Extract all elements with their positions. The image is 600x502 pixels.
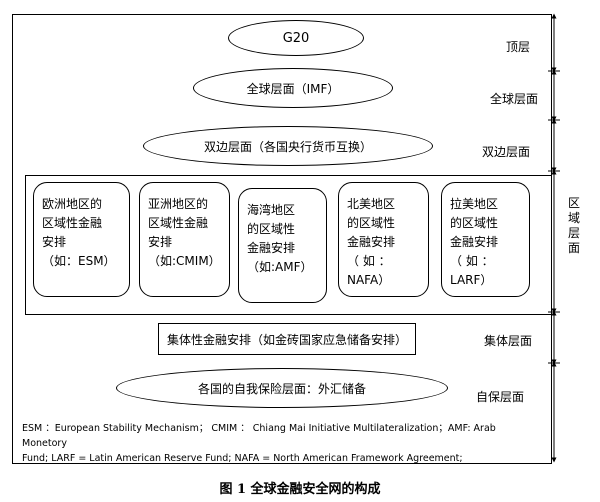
- abbreviation-legend: ESM ：European Stability Mechanism； CMIM …: [22, 421, 542, 466]
- level-label-bilateral: 双边层面: [482, 145, 531, 159]
- level-label-regional: 区域层面: [567, 196, 580, 255]
- bilateral-ellipse: 双边层面（各国央行货币互换）: [143, 126, 433, 166]
- level-arrows: [548, 13, 560, 463]
- region-card-latin-america-text: 拉美地区 的区域性 金融安排 （ 如 ： LARF）: [450, 197, 499, 287]
- legend-line-1: ESM ：European Stability Mechanism； CMIM …: [22, 423, 496, 449]
- region-card-gulf: 海湾地区 的区域性 金融安排 （如:AMF）: [238, 188, 327, 303]
- g20-ellipse: G20: [228, 20, 364, 56]
- self-insurance-label: 各国的自我保险层面：外汇储备: [197, 381, 366, 396]
- level-label-global: 全球层面: [490, 92, 539, 106]
- figure-caption: 图 1 全球金融安全网的构成: [219, 482, 381, 497]
- level-label-top: 顶层: [506, 40, 531, 54]
- level-label-self: 自保层面: [476, 390, 525, 404]
- region-card-north-america: 北美地区 的区域性 金融安排 （ 如 ： NAFA）: [338, 182, 429, 297]
- g20-label: G20: [282, 30, 310, 46]
- global-ellipse: 全球层面（IMF）: [193, 68, 393, 108]
- region-card-north-america-text: 北美地区 的区域性 金融安排 （ 如 ： NAFA）: [347, 197, 396, 287]
- region-card-europe: 欧洲地区的 区域性金融 安排 （如：ESM）: [33, 182, 130, 297]
- global-label: 全球层面（IMF）: [246, 81, 340, 96]
- regional-group-box: [25, 175, 552, 315]
- region-card-latin-america: 拉美地区 的区域性 金融安排 （ 如 ： LARF）: [441, 182, 530, 297]
- self-insurance-ellipse: 各国的自我保险层面：外汇储备: [116, 368, 448, 408]
- region-card-europe-text: 欧洲地区的 区域性金融 安排 （如：ESM）: [42, 197, 116, 268]
- level-label-collective: 集体层面: [484, 334, 533, 348]
- region-card-asia: 亚洲地区的 区域性金融 安排 （如:CMIM）: [139, 182, 230, 297]
- legend-line-2: Fund; LARF = Latin American Reserve Fund…: [22, 453, 463, 464]
- collective-label: 集体性金融安排（如金砖国家应急储备安排）: [166, 332, 407, 347]
- region-card-asia-text: 亚洲地区的 区域性金融 安排 （如:CMIM）: [148, 197, 221, 268]
- region-card-gulf-text: 海湾地区 的区域性 金融安排 （如:AMF）: [247, 203, 313, 274]
- collective-box: 集体性金融安排（如金砖国家应急储备安排）: [158, 323, 416, 355]
- bilateral-label: 双边层面（各国央行货币互换）: [203, 139, 372, 154]
